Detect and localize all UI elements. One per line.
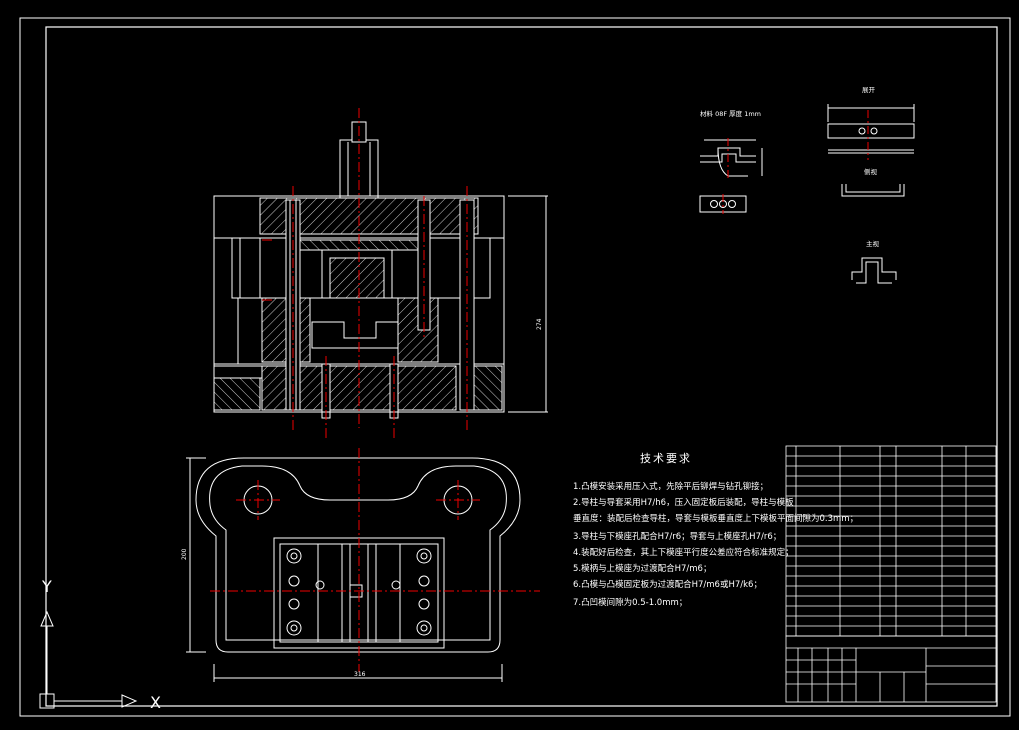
section-center-lines — [262, 108, 468, 440]
requirement-line: 4.装配好后检查，其上下模座平行度公差应符合标准规定； — [573, 548, 794, 558]
requirement-line: 6.凸模与凸模固定板为过渡配合H7/m6或H7/k6； — [573, 580, 762, 590]
outer-sheet-border — [19, 17, 1011, 717]
assembly-section-view — [213, 121, 548, 419]
requirement-line: 3.导柱与下模座孔配合H7/r6；导套与上模座孔H7/r6； — [573, 532, 782, 542]
requirements-title: 技术要求 — [640, 452, 692, 465]
requirement-line: 5.模柄与上模座为过渡配合H7/m6； — [573, 564, 712, 574]
material-note: 材料 08F 厚度 1mm — [700, 109, 761, 118]
part-views — [699, 104, 915, 284]
requirement-line: 垂直度：装配后检查导柱，导套与模板垂直度上下模板平面间隙为0.3mm； — [573, 514, 859, 524]
plan-width-dimension: 316 — [354, 671, 366, 678]
plan-center-lines — [210, 448, 540, 672]
requirement-line: 7.凸凹模间隙为0.5-1.0mm； — [573, 598, 688, 608]
ucs-x-label: X — [150, 693, 161, 712]
bom-table — [785, 445, 997, 703]
requirement-line: 2.导柱与导套采用H7/h6，压入固定板后装配，导柱与模板 — [573, 498, 794, 508]
side-view-label: 侧视 — [864, 167, 878, 176]
ucs-icon — [39, 610, 138, 709]
inner-frame-border — [45, 26, 998, 707]
ucs-y-label: Y — [41, 577, 52, 596]
front-view-label: 主视 — [866, 239, 880, 248]
requirement-line: 1.凸模安装采用压入式，先除平后铆焊与钻孔铆接； — [573, 482, 769, 492]
blank-label: 展开 — [862, 86, 876, 94]
section-height-dimension: 274 — [536, 318, 543, 330]
die-plan-view — [186, 457, 521, 682]
plan-height-dimension: 200 — [181, 548, 188, 560]
part-center-lines — [722, 110, 869, 214]
